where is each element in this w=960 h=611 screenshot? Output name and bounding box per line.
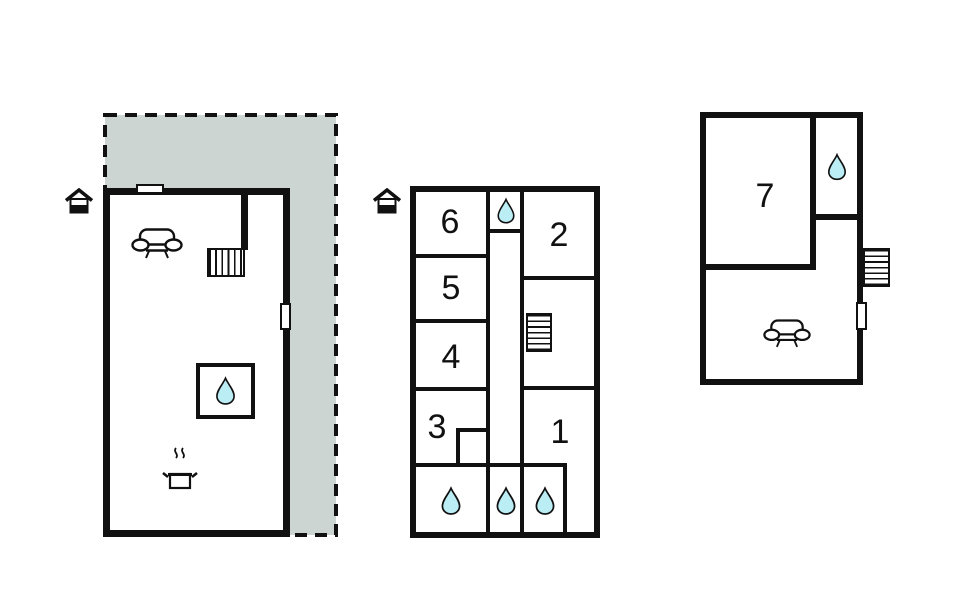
wall [416, 254, 486, 258]
water-drop-icon [827, 153, 847, 181]
door [136, 184, 164, 194]
wall [416, 463, 567, 467]
bathroom-box [196, 363, 255, 419]
house-icon [65, 188, 93, 214]
wall [810, 118, 816, 270]
wall [456, 428, 490, 432]
wall [524, 386, 594, 390]
stairs-icon [526, 313, 552, 352]
sofa-icon [131, 228, 183, 259]
upper-floor-outline: 7 [700, 112, 863, 385]
room-label-5: 5 [441, 269, 461, 307]
wall [524, 276, 594, 280]
living-room-outline [103, 188, 290, 537]
room-label-1: 1 [550, 413, 570, 451]
wall [456, 428, 460, 467]
stairs-icon [207, 248, 245, 277]
water-drop-icon [496, 486, 516, 515]
wall [810, 214, 857, 220]
room-label-4: 4 [441, 338, 461, 376]
bedroom-floor-outline: 6 5 4 3 2 1 [410, 186, 600, 538]
stove-pot-icon [162, 447, 198, 490]
house-icon [373, 188, 401, 214]
door [856, 302, 867, 330]
room-label-6: 6 [440, 203, 460, 241]
water-drop-icon [216, 376, 235, 405]
water-drop-icon [441, 486, 461, 515]
stairs-icon [863, 248, 890, 287]
room-label-2: 2 [549, 216, 569, 254]
wall [563, 463, 567, 532]
sofa-icon [763, 319, 811, 348]
wall [706, 264, 816, 270]
wall [416, 387, 486, 391]
wall [486, 192, 490, 532]
door [280, 303, 291, 330]
water-drop-icon [535, 486, 555, 515]
room-label-7: 7 [755, 177, 775, 215]
wall [416, 319, 486, 323]
room-label-3: 3 [427, 408, 447, 446]
water-drop-icon [497, 197, 515, 224]
wall [520, 192, 524, 532]
wall [241, 195, 248, 250]
wall [490, 229, 520, 233]
